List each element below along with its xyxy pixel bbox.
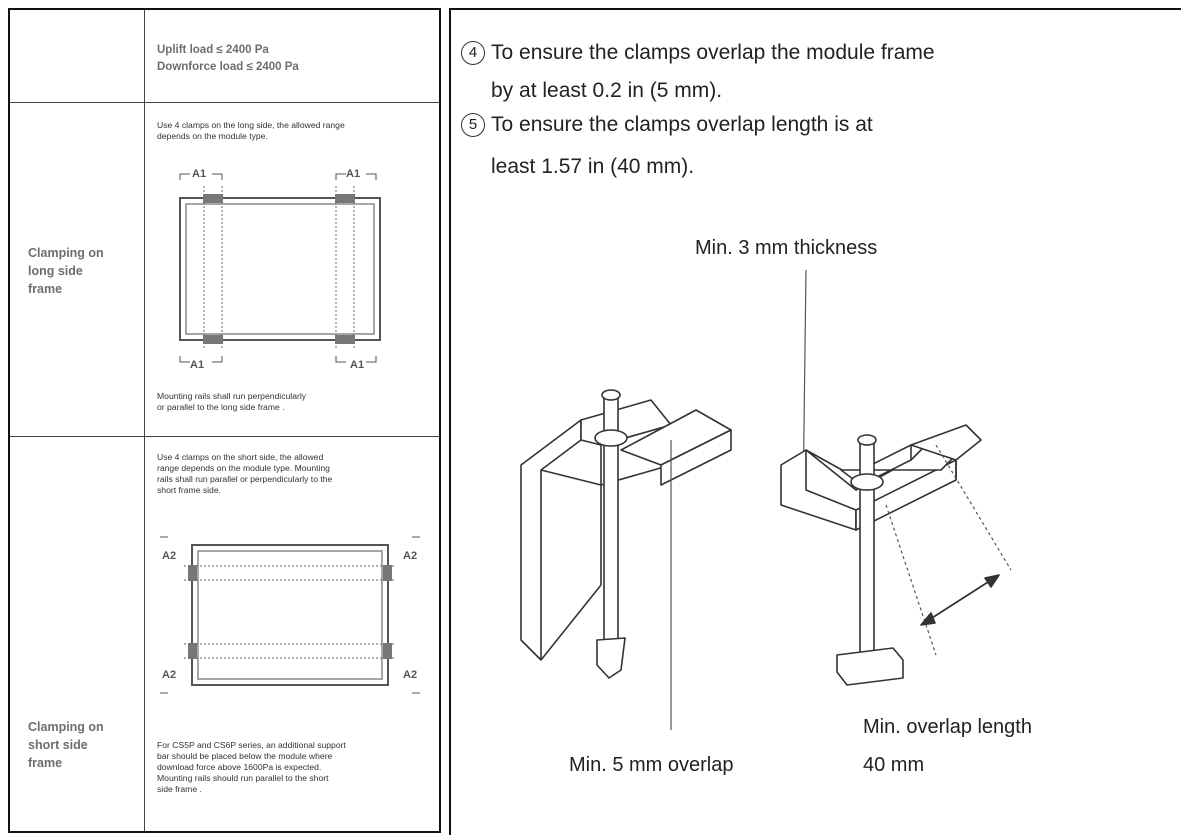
short-side-note: For CS5P and CS6P series, an additional …: [157, 740, 427, 795]
short-side-note-line: download force above 1600Pa is expected.: [157, 762, 322, 772]
clamp-instruction-figure: 4 To ensure the clamps overlap the module…: [449, 8, 1181, 835]
uplift-load-text: Uplift load ≤ 2400 Pa: [157, 44, 269, 56]
long-side-label-line: Clamping on: [28, 246, 104, 260]
thickness-label: Min. 3 mm thickness: [695, 237, 878, 259]
table-column-divider: [144, 10, 145, 831]
step-5-line1: To ensure the clamps overlap length is a…: [491, 113, 873, 136]
short-side-label-line: short side: [28, 738, 88, 752]
long-side-note-line: Mounting rails shall run perpendicularly: [157, 391, 307, 401]
short-side-note-line: Mounting rails should run parallel to th…: [157, 773, 329, 783]
min-overlap-label: Min. 5 mm overlap: [569, 754, 734, 776]
long-side-note-line: or parallel to the long side frame .: [157, 402, 285, 412]
short-side-note-line: For CS5P and CS6P series, an additional …: [157, 740, 346, 750]
long-side-label-line: long side: [28, 264, 83, 278]
short-side-intro: Use 4 clamps on the short side, the allo…: [157, 452, 427, 496]
short-side-intro-line: rails shall run parallel or perpendicula…: [157, 474, 333, 484]
short-side-intro-line: Use 4 clamps on the short side, the allo…: [157, 452, 324, 462]
long-side-label-line: frame: [28, 282, 63, 296]
short-side-label: Clamping on short side frame: [28, 718, 138, 772]
short-side-label-line: Clamping on: [28, 720, 104, 734]
step-4: 4 To ensure the clamps overlap the module…: [461, 38, 935, 68]
step-5: 5 To ensure the clamps overlap length is …: [461, 110, 873, 140]
overlap-length-label: Min. overlap length: [863, 716, 1032, 738]
dim-label-a2: A2: [403, 550, 417, 562]
step-5-line2: least 1.57 in (40 mm).: [491, 155, 695, 178]
long-side-intro-line: depends on the module type.: [157, 131, 268, 141]
step-number-badge: 5: [461, 113, 485, 137]
dim-label-a1: A1: [350, 359, 364, 371]
clamp-illustration: [520, 269, 1012, 730]
long-side-clamp-diagram: A1 A1 A1 A1: [179, 168, 381, 371]
dim-label-a1: A1: [346, 168, 360, 180]
table-row-divider: [10, 436, 439, 437]
dim-label-a2: A2: [403, 669, 417, 681]
long-side-note: Mounting rails shall run perpendicularly…: [157, 391, 427, 413]
downforce-load-text: Downforce load ≤ 2400 Pa: [157, 61, 299, 73]
dim-label-a1: A1: [190, 359, 204, 371]
long-side-intro: Use 4 clamps on the long side, the allow…: [157, 120, 427, 142]
step-4-line1: To ensure the clamps overlap the module …: [491, 41, 935, 64]
short-side-label-line: frame: [28, 756, 63, 770]
long-side-label: Clamping on long side frame: [28, 244, 138, 298]
step-4-line2: by at least 0.2 in (5 mm).: [491, 79, 723, 102]
clamping-table: Uplift load ≤ 2400 Pa Downforce load ≤ 2…: [8, 8, 441, 833]
step-number-badge: 4: [461, 41, 485, 65]
long-side-intro-line: Use 4 clamps on the long side, the allow…: [157, 120, 345, 130]
short-side-intro-line: short frame side.: [157, 485, 221, 495]
load-cell: Uplift load ≤ 2400 Pa Downforce load ≤ 2…: [157, 42, 427, 76]
table-row-divider: [10, 102, 439, 103]
dim-label-a1: A1: [192, 168, 206, 180]
dim-label-a2: A2: [162, 669, 176, 681]
short-side-clamp-diagram: A2 A2 A2 A2: [160, 536, 420, 694]
dim-label-a2: A2: [162, 550, 176, 562]
short-side-intro-line: range depends on the module type. Mounti…: [157, 463, 330, 473]
overlap-length-value: 40 mm: [863, 754, 925, 776]
short-side-note-line: bar should be placed below the module wh…: [157, 751, 333, 761]
short-side-note-line: side frame .: [157, 784, 202, 794]
